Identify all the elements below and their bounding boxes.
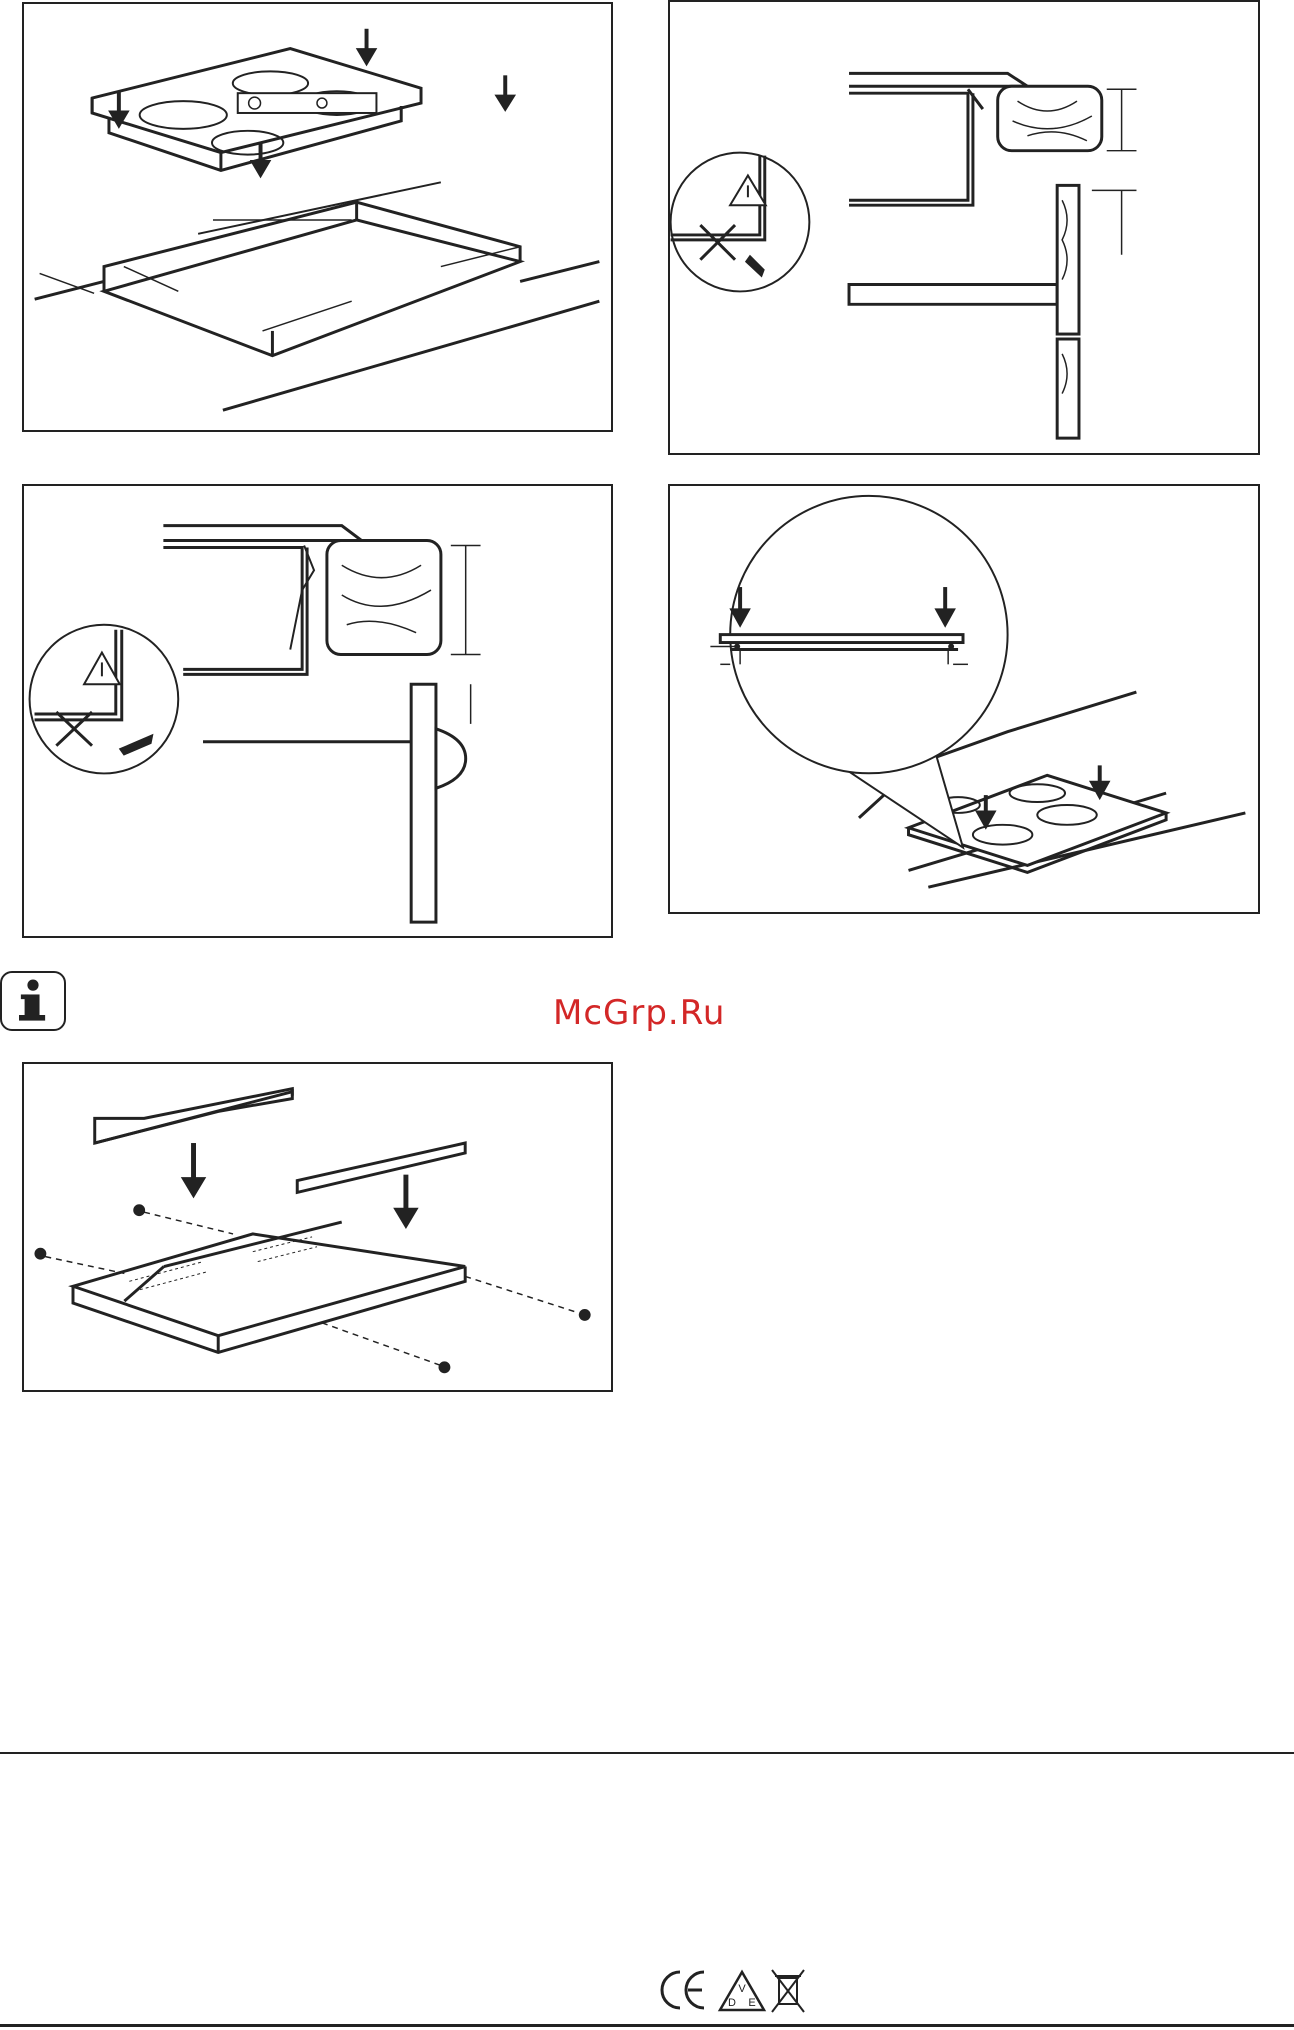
- section-divider: [0, 1752, 1294, 1754]
- figure-hob-seal: [22, 2, 613, 432]
- svg-text:D: D: [728, 1997, 736, 2009]
- watermark: McGrp.Ru: [553, 993, 725, 1033]
- footer-rule: [0, 2024, 1294, 2027]
- figure-hob-press-down: [668, 484, 1260, 914]
- figure-worktop-drawer: [22, 484, 613, 938]
- ce-mark-icon: [662, 1972, 704, 2008]
- vde-mark-icon: V D E: [720, 1972, 764, 2010]
- figure-worktop-cabinet-door: [668, 0, 1260, 455]
- crossed-bin-icon: [772, 1970, 804, 2012]
- certification-marks: V D E: [652, 1960, 812, 2020]
- protection-box-figure: [24, 1064, 611, 1390]
- hob-press-figure: [670, 486, 1258, 912]
- hob-seal-figure: [24, 4, 611, 430]
- info-icon: [0, 971, 66, 1031]
- svg-text:E: E: [748, 1997, 755, 2009]
- svg-text:V: V: [738, 1983, 746, 1995]
- drawer-figure: [24, 486, 611, 936]
- cabinet-door-figure: [670, 2, 1258, 453]
- figure-protection-box: [22, 1062, 613, 1392]
